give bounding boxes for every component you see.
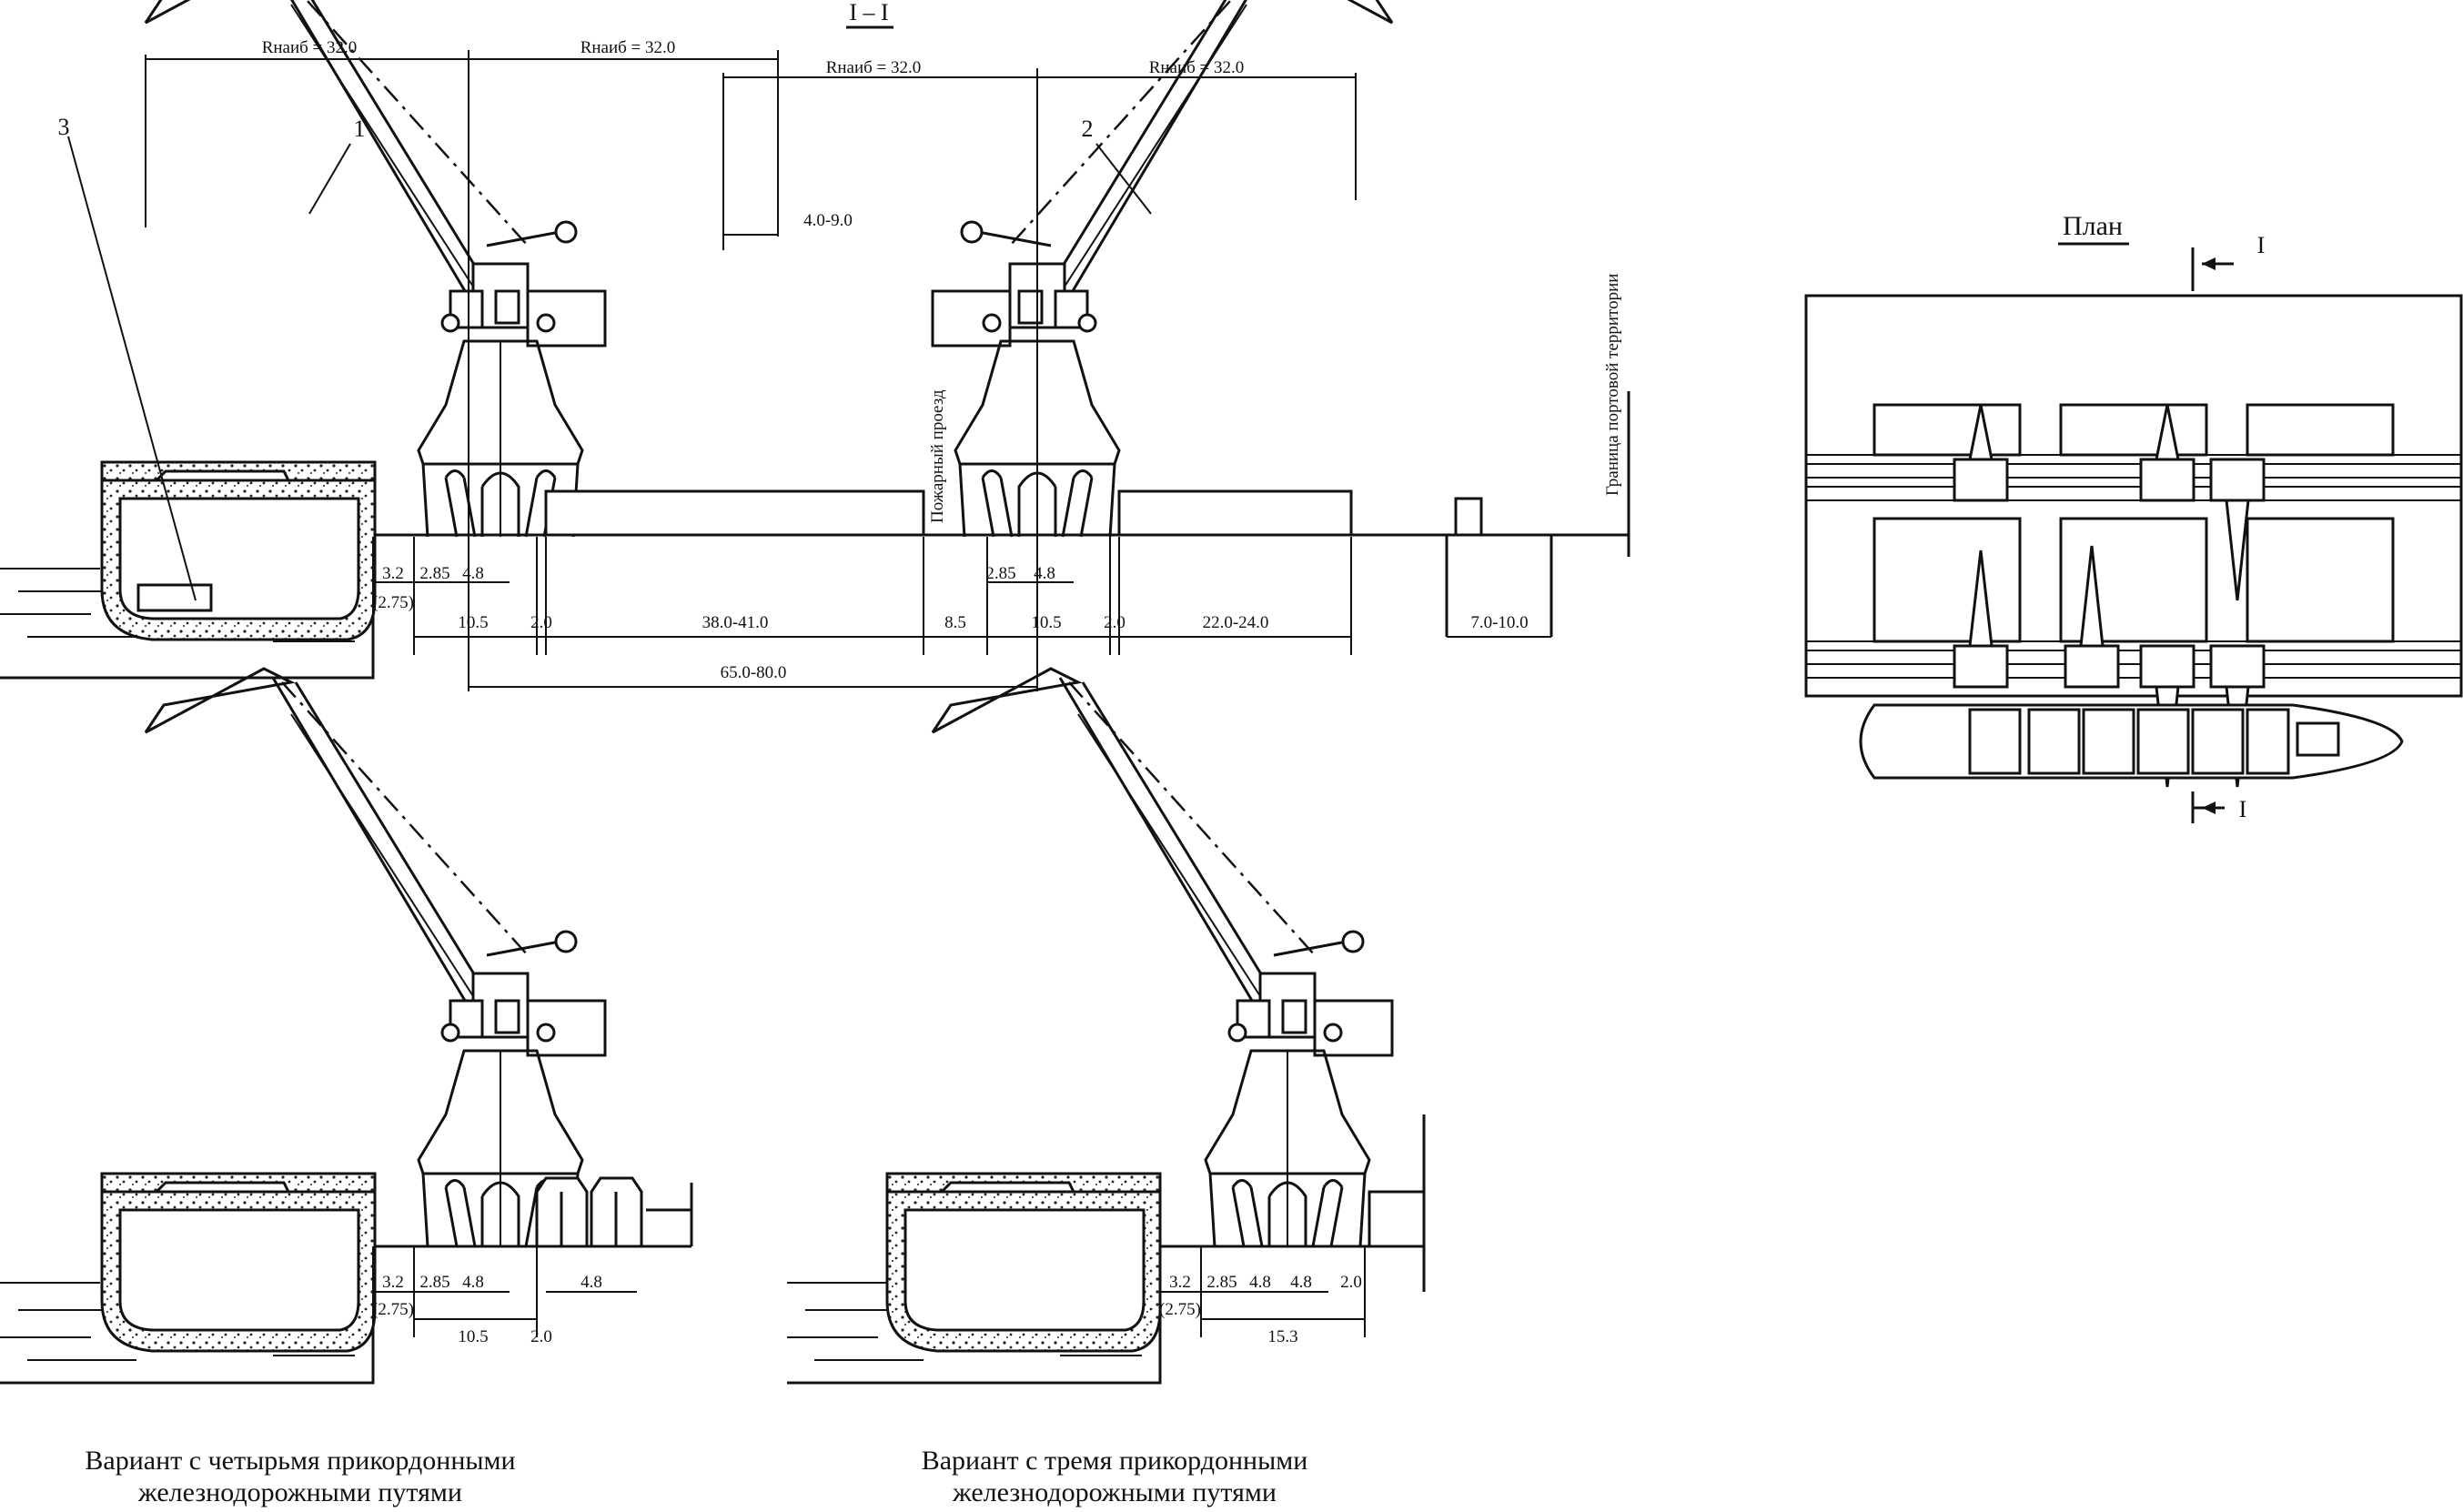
- dim-38-41: 38.0-41.0: [702, 613, 769, 632]
- barge-variant-4: [100, 1172, 377, 1353]
- radius-dimensions: [145, 50, 1357, 691]
- dim-10-5-b: 10.5: [1031, 613, 1061, 632]
- dim-2-75: (2.75): [372, 593, 414, 612]
- gate-post: [1454, 497, 1483, 537]
- dim-8-5: 8.5: [944, 613, 966, 632]
- callout-3: 3: [58, 114, 70, 140]
- radius-label-3: Rнаиб = 32.0: [826, 58, 922, 77]
- dim-10-5: 10.5: [458, 613, 488, 632]
- v4-dim-2-0: 2.0: [530, 1327, 552, 1346]
- v3-dim-2-0: 2.0: [1340, 1273, 1362, 1292]
- v4-dim-10-5: 10.5: [458, 1327, 488, 1346]
- variant3-caption-line1: Вариант с тремя прикордонными: [922, 1446, 1308, 1476]
- dim-22-24: 22.0-24.0: [1203, 613, 1269, 632]
- variant4-caption-line2: железнодорожными путями: [137, 1477, 462, 1507]
- v3-dim-2-85: 2.85: [1206, 1273, 1237, 1292]
- dim-2-0: 2.0: [530, 613, 552, 632]
- warehouse-2: [1117, 489, 1353, 537]
- dim-7-10: 7.0-10.0: [1470, 613, 1528, 632]
- variant-three-tracks: 3.2 (2.75) 2.85 4.8 4.8 15.3 2.0 Вариант…: [787, 667, 1426, 1507]
- radius-label-2: Rнаиб = 32.0: [580, 38, 676, 57]
- v4-dim-4-8: 4.8: [462, 1273, 484, 1292]
- dim-3-2: 3.2: [382, 564, 404, 583]
- crane-variant-3: [931, 667, 1394, 1248]
- plan-title: План: [2063, 211, 2123, 241]
- plan-cut-bottom: I: [2239, 796, 2247, 822]
- rail-cars-4: [535, 1176, 643, 1248]
- crane-variant-4: [144, 667, 607, 1248]
- dim-2-85-b: 2.85: [985, 564, 1015, 583]
- variant3-caption-line2: железнодорожными путями: [952, 1477, 1277, 1507]
- dim-2-85: 2.85: [419, 564, 449, 583]
- warehouse-1: [544, 489, 925, 537]
- fire-passage-label: Пожарный проезд: [928, 389, 947, 523]
- v3-dim-3-2: 3.2: [1169, 1273, 1191, 1292]
- top-section: I – I 3 1 2: [0, 0, 1630, 691]
- dim-4-8: 4.8: [462, 564, 484, 583]
- callout-2: 2: [1082, 116, 1094, 142]
- water-left-top: [0, 568, 359, 642]
- portal-crane-right: [931, 0, 1394, 539]
- plan-cut-top: I: [2257, 232, 2266, 258]
- top-dimension-chain: [372, 537, 1551, 688]
- section-label: I – I: [849, 0, 888, 25]
- v3-dim-4-8-b: 4.8: [1290, 1273, 1312, 1292]
- callout-1: 1: [354, 116, 366, 142]
- port-boundary-label: Граница портовой территории: [1603, 274, 1622, 496]
- dim-2-0-b: 2.0: [1104, 613, 1126, 632]
- dim-65-80: 65.0-80.0: [721, 663, 787, 682]
- plan-view: План I: [1804, 211, 2463, 823]
- variant-four-tracks: 3.2 (2.75) 2.85 4.8 4.8 10.5 Вариант с ч…: [0, 667, 693, 1507]
- radius-label-1: Rнаиб = 32.0: [262, 38, 358, 57]
- portal-crane-left: [144, 0, 607, 539]
- radius-label-4: Rнаиб = 32.0: [1149, 58, 1245, 77]
- barge-top: [100, 460, 377, 641]
- v4-dim-2-85: 2.85: [419, 1273, 449, 1292]
- v3-dim-2-75: (2.75): [1159, 1300, 1201, 1319]
- v4-dim-3-2: 3.2: [382, 1273, 404, 1292]
- v3-dim-15-3: 15.3: [1267, 1327, 1297, 1346]
- height-dim: 4.0-9.0: [803, 211, 853, 230]
- v3-dim-4-8: 4.8: [1249, 1273, 1271, 1292]
- variant4-caption-line1: Вариант с четырьмя прикордонными: [85, 1446, 515, 1476]
- v4-dim-2-75: (2.75): [372, 1300, 414, 1319]
- barge-variant-3: [885, 1172, 1162, 1353]
- dim-4-8-b: 4.8: [1034, 564, 1055, 583]
- v4-dim-4-8-b: 4.8: [580, 1273, 602, 1292]
